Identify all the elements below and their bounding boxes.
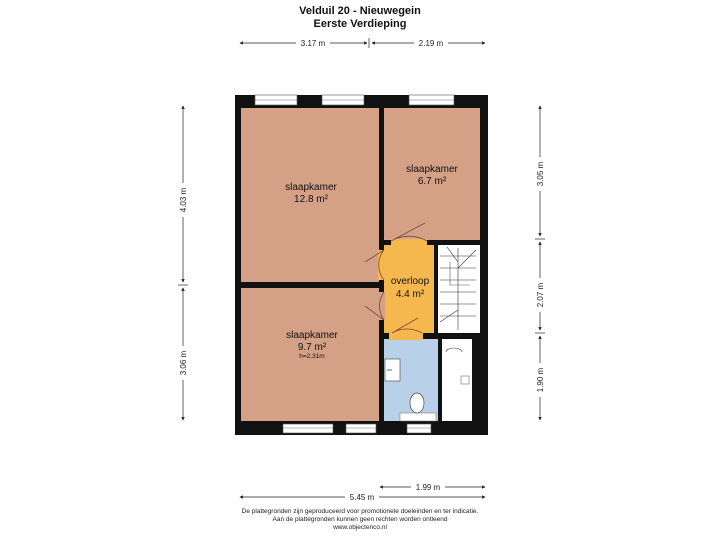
dim-right-bottom: 1.90 m — [536, 367, 545, 392]
dim-right-middle: 2.07 m — [536, 282, 545, 307]
doors — [364, 222, 428, 340]
stairwell — [438, 245, 480, 333]
footer-disclaimer: De plattegronden zijn geproduceerd voor … — [241, 508, 479, 515]
floor-subtitle: Eerste Verdieping — [313, 18, 407, 30]
room-bedroom-medium — [241, 288, 379, 421]
room-area-bedroom-large: 12.8 m² — [294, 194, 329, 205]
bathroom-fixtures — [384, 339, 476, 422]
windows — [254, 94, 455, 434]
dim-left-top: 4.03 m — [179, 187, 188, 212]
dim-top-right: 2.19 m — [419, 39, 444, 48]
room-label-landing: overloop — [391, 276, 430, 287]
room-area-landing: 4.4 m² — [396, 289, 425, 300]
room-landing — [384, 245, 434, 333]
room-bedroom-small — [384, 108, 480, 240]
room-area-bedroom-medium: 9.7 m² — [298, 342, 327, 353]
room-label-bedroom-small: slaapkamer — [406, 164, 458, 175]
room-label-bedroom-medium: slaapkamer — [286, 330, 338, 341]
room-area-bedroom-small: 6.7 m² — [418, 176, 447, 187]
room-height-bedroom-medium: h=2.31m — [299, 353, 324, 360]
dim-right-top: 3.05 m — [536, 161, 545, 186]
room-label-bedroom-large: slaapkamer — [285, 182, 337, 193]
dim-bottom-inner: 1.99 m — [416, 483, 441, 492]
boiler-icon — [445, 347, 463, 353]
room-bedroom-large — [241, 108, 379, 282]
footer-rights: Aan de plattegronden kunnen geen rechten… — [272, 516, 448, 523]
dim-top-left: 3.17 m — [301, 39, 326, 48]
staircase — [439, 246, 477, 330]
plan-title: Velduil 20 - Nieuwegein — [299, 5, 421, 17]
dim-bottom-total: 5.45 m — [350, 493, 375, 502]
dim-left-bottom: 3.06 m — [179, 350, 188, 375]
toilet-icon — [409, 392, 425, 414]
footer-url: www.objectenco.nl — [333, 524, 387, 531]
sink-icon — [384, 358, 401, 382]
